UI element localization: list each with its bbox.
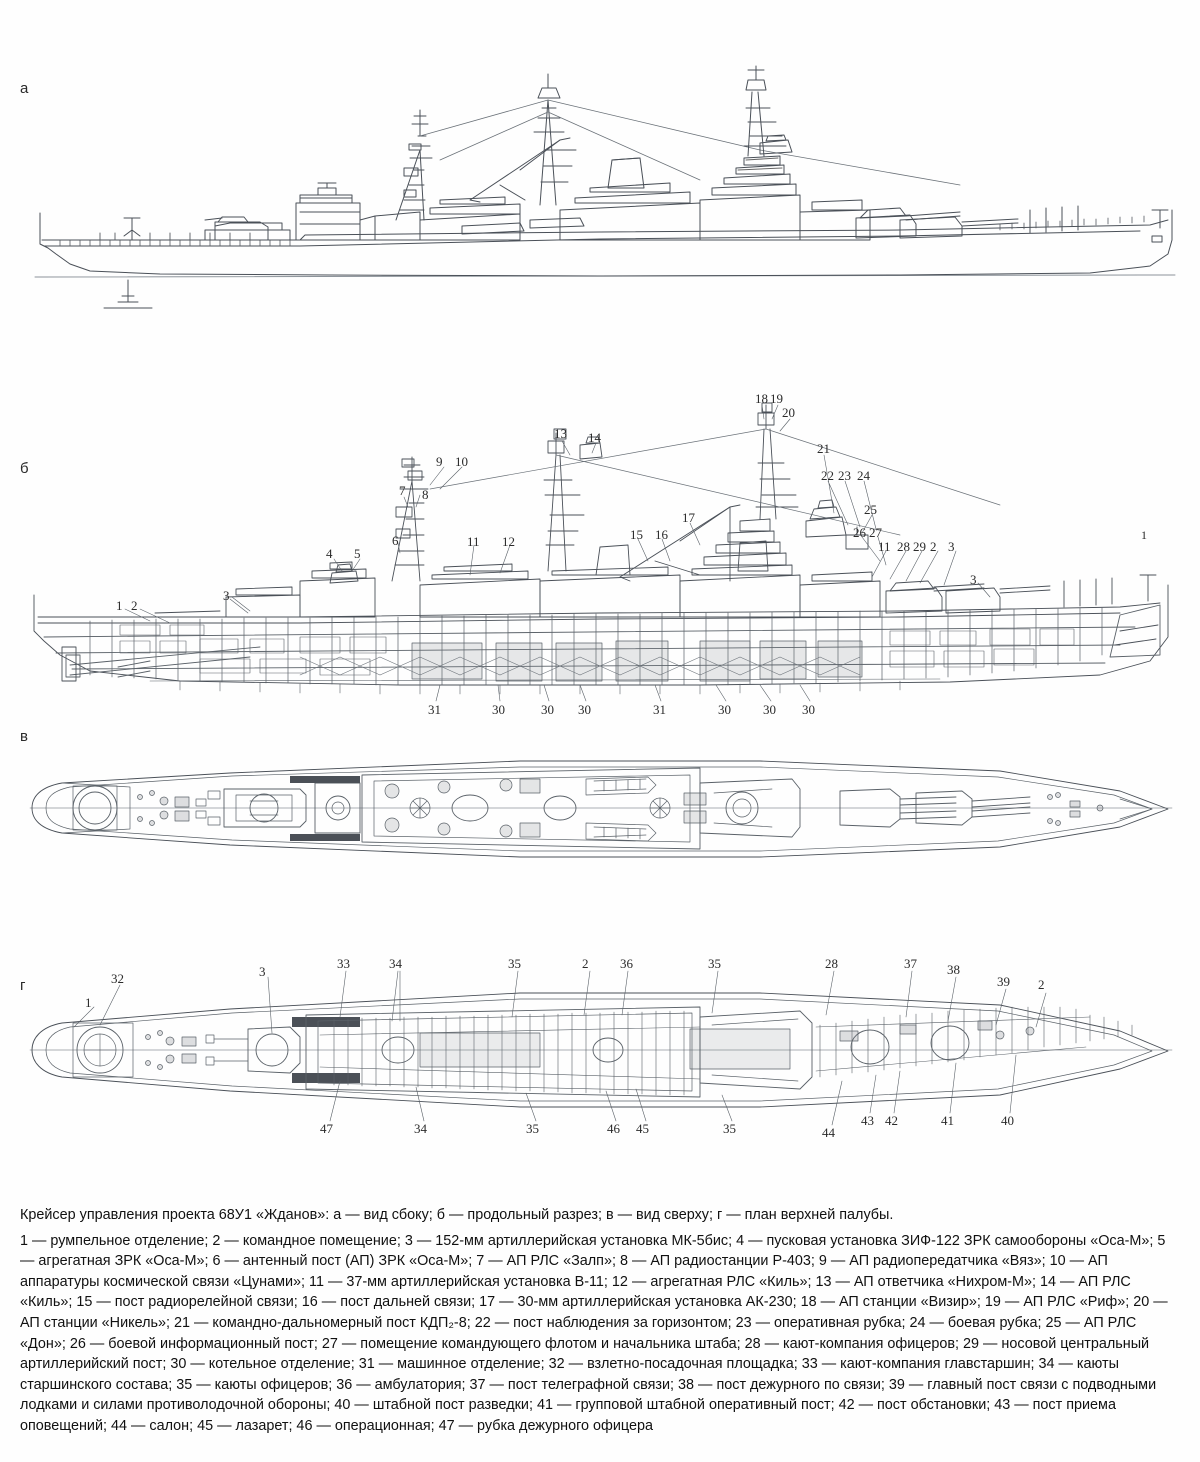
callout-11-aft: 11 xyxy=(467,534,480,549)
callout-47: 47 xyxy=(320,1121,333,1136)
callout-1-deck: 1 xyxy=(85,995,92,1010)
callout-8: 8 xyxy=(422,487,429,502)
view-label-a: а xyxy=(20,80,29,97)
callout-7: 7 xyxy=(399,483,406,498)
callout-34-bottom: 34 xyxy=(414,1121,427,1136)
callout-30-f: 30 xyxy=(802,702,815,717)
callout-4: 4 xyxy=(326,546,333,561)
figure-side-view: а xyxy=(0,40,1200,310)
callout-1-section: 1 xyxy=(116,598,123,613)
callout-30-d: 30 xyxy=(718,702,731,717)
callout-30-e: 30 xyxy=(763,702,776,717)
callout-39: 39 xyxy=(997,974,1010,989)
callout-2-deck-b: 2 xyxy=(1038,977,1045,992)
callout-46: 46 xyxy=(607,1121,620,1136)
callout-3-section-aft: 3 xyxy=(223,588,230,603)
figure-caption: Крейсер управления проекта 68У1 «Жданов»… xyxy=(20,1205,1182,1437)
callout-34-top-a: 34 xyxy=(389,956,402,971)
callout-2-section: 2 xyxy=(930,539,937,554)
callout-30-a: 30 xyxy=(492,702,505,717)
callout-37: 37 xyxy=(904,956,917,971)
callout-38: 38 xyxy=(947,962,960,977)
callout-2-deck-a: 2 xyxy=(582,956,589,971)
callout-30-b: 30 xyxy=(541,702,554,717)
callout-41: 41 xyxy=(941,1113,954,1128)
callout-43: 43 xyxy=(861,1113,874,1128)
callout-25: 25 xyxy=(864,502,877,517)
callout-31-a: 31 xyxy=(428,702,441,717)
callout-12: 12 xyxy=(502,534,515,549)
callout-13: 13 xyxy=(554,426,567,441)
callout-2-section-aft: 2 xyxy=(131,598,138,613)
upper-deck-plan-drawing xyxy=(0,955,1200,1150)
view-label-g: г xyxy=(20,977,26,994)
figure-longitudinal-section: б xyxy=(0,385,1200,735)
callout-11-fwd: 11 xyxy=(878,539,891,554)
callout-17: 17 xyxy=(682,510,695,525)
view-label-v: в xyxy=(20,728,29,745)
callout-20: 20 xyxy=(782,405,795,420)
callout-42: 42 xyxy=(885,1113,898,1128)
callout-35-bottom-b: 35 xyxy=(723,1121,736,1136)
figure-upper-deck-plan: г xyxy=(0,955,1200,1150)
top-view-drawing xyxy=(0,735,1200,880)
callout-44: 44 xyxy=(822,1125,835,1140)
callout-18: 18 xyxy=(755,391,768,406)
figure-top-view: в xyxy=(0,728,1200,880)
callout-36: 36 xyxy=(620,956,633,971)
callout-35-bottom-a: 35 xyxy=(526,1121,539,1136)
callout-5: 5 xyxy=(354,546,361,561)
callout-24: 24 xyxy=(857,468,870,483)
callout-3-deck: 3 xyxy=(259,964,266,979)
callout-9: 9 xyxy=(436,454,443,469)
callout-26: 26 xyxy=(853,525,866,540)
callout-22: 22 xyxy=(821,468,834,483)
callout-16: 16 xyxy=(655,527,668,542)
callout-31-b: 31 xyxy=(653,702,666,717)
callout-30-c: 30 xyxy=(578,702,591,717)
callout-28: 28 xyxy=(897,539,910,554)
side-view-drawing xyxy=(0,40,1200,310)
callout-29: 29 xyxy=(913,539,926,554)
callout-35-top-b: 35 xyxy=(708,956,721,971)
callout-21: 21 xyxy=(817,441,830,456)
callout-1-bow-mark: 1 xyxy=(1141,528,1147,542)
callout-33: 33 xyxy=(337,956,350,971)
callout-6: 6 xyxy=(392,533,399,548)
callout-45: 45 xyxy=(636,1121,649,1136)
view-label-b: б xyxy=(20,460,29,477)
callout-15: 15 xyxy=(630,527,643,542)
callout-32: 32 xyxy=(111,971,124,986)
callout-14: 14 xyxy=(588,430,601,445)
callout-28-deck: 28 xyxy=(825,956,838,971)
callout-35-top-a: 35 xyxy=(508,956,521,971)
caption-title: Крейсер управления проекта 68У1 «Жданов»… xyxy=(20,1207,894,1223)
callout-3-section-bow: 3 xyxy=(970,572,977,587)
callout-19: 19 xyxy=(770,391,783,406)
callout-10: 10 xyxy=(455,454,468,469)
callout-40: 40 xyxy=(1001,1113,1014,1128)
callout-3-section-fwd: 3 xyxy=(948,539,955,554)
callout-27: 27 xyxy=(869,525,882,540)
caption-legend: 1 — румпельное отделение; 2 — командное … xyxy=(20,1232,1168,1434)
longitudinal-section-drawing xyxy=(0,385,1200,735)
callout-23: 23 xyxy=(838,468,851,483)
